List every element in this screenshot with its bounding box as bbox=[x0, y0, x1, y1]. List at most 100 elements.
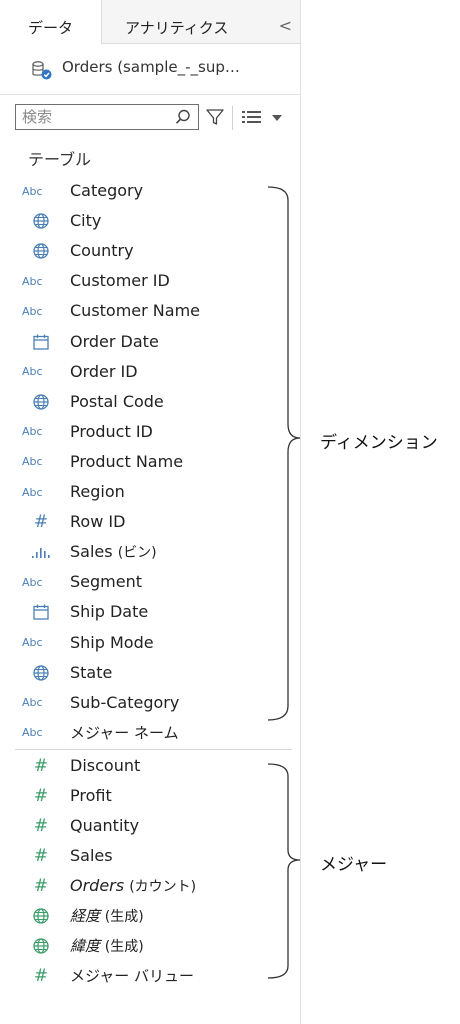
measure-field[interactable]: #Discount bbox=[0, 751, 300, 781]
field-name: Category bbox=[70, 180, 143, 202]
field-name-text: Sales bbox=[70, 542, 113, 562]
globe-icon bbox=[28, 240, 54, 262]
datasource-row[interactable]: Orders (sample_-_sup… bbox=[0, 44, 300, 95]
dimension-field[interactable]: Sales (ビン) bbox=[0, 537, 300, 567]
measure-annotation: メジャー bbox=[320, 855, 388, 875]
dimension-field[interactable]: #Row ID bbox=[0, 507, 300, 537]
dimension-field[interactable]: Order Date bbox=[0, 327, 300, 357]
field-name-text: メジャー バリュー bbox=[70, 967, 195, 985]
field-name-text: Country bbox=[70, 241, 134, 261]
bin-histogram-icon bbox=[28, 541, 54, 563]
data-pane: データ アナリティクス < Orders (sample_-_sup… bbox=[0, 0, 301, 1024]
field-name-text: Segment bbox=[70, 572, 142, 592]
dimension-field[interactable]: Abc Customer Name bbox=[0, 296, 300, 326]
tab-data-label: データ bbox=[28, 19, 74, 37]
abc-string-icon: Abc bbox=[22, 485, 43, 499]
collapse-pane-button[interactable]: < bbox=[278, 16, 292, 35]
field-name-text: Sub-Category bbox=[70, 692, 180, 712]
field-name-text: Customer Name bbox=[70, 301, 201, 321]
field-name-text: 緯度 bbox=[70, 937, 101, 955]
abc-string-icon: Abc bbox=[22, 365, 43, 379]
abc-string-icon: Abc bbox=[22, 726, 43, 740]
field-name-text: Category bbox=[70, 181, 144, 200]
measure-field[interactable]: #メジャー バリュー bbox=[0, 961, 300, 991]
field-name-text: Product Name bbox=[70, 451, 184, 471]
number-icon: # bbox=[33, 846, 49, 866]
field-name: 経度 (生成) bbox=[70, 905, 144, 928]
field-name-text: Discount bbox=[70, 756, 141, 775]
field-name: Discount bbox=[70, 755, 140, 777]
field-name-text: Ship Mode bbox=[70, 632, 154, 652]
abc-string-icon: Abc bbox=[22, 425, 43, 439]
tab-data[interactable]: データ bbox=[0, 0, 101, 44]
field-name: 緯度 (生成) bbox=[70, 935, 144, 958]
calendar-icon bbox=[28, 331, 54, 353]
measure-field[interactable]: 経度 (生成) bbox=[0, 901, 300, 931]
dimension-field[interactable]: Postal Code bbox=[0, 387, 300, 417]
field-name-suffix: (ビン) bbox=[117, 545, 157, 562]
abc-string-icon: Abc bbox=[22, 304, 43, 318]
field-name-text: State bbox=[70, 662, 113, 682]
datasource-icon bbox=[32, 61, 52, 80]
field-name-text: メジャー ネーム bbox=[70, 723, 179, 742]
list-view-icon[interactable] bbox=[241, 109, 263, 125]
field-name: Ship Date bbox=[70, 601, 148, 623]
dimension-field[interactable]: Abc Segment bbox=[0, 567, 300, 597]
tab-analytics-label: アナリティクス bbox=[125, 19, 229, 37]
dimension-field[interactable]: Ship Date bbox=[0, 597, 300, 627]
number-icon: # bbox=[33, 512, 49, 533]
globe-icon bbox=[28, 662, 54, 684]
field-name: Sales bbox=[70, 845, 113, 867]
field-name: Order Date bbox=[70, 331, 159, 353]
field-name-suffix: (生成) bbox=[104, 939, 144, 955]
field-name: Product Name bbox=[70, 451, 183, 473]
globe-icon bbox=[28, 210, 54, 232]
measure-field[interactable]: # Orders (カウント) bbox=[0, 871, 300, 901]
field-name: City bbox=[70, 210, 101, 232]
field-name: Sales (ビン) bbox=[70, 541, 157, 564]
field-name: Sub-Category bbox=[70, 692, 179, 714]
abc-string-icon: Abc bbox=[22, 575, 43, 589]
field-name-suffix: (生成) bbox=[104, 909, 144, 925]
filter-icon[interactable] bbox=[205, 107, 225, 127]
measure-field[interactable]: #Quantity bbox=[0, 811, 300, 841]
field-name: Ship Mode bbox=[70, 632, 154, 654]
field-name-text: Ship Date bbox=[70, 602, 149, 622]
tab-analytics[interactable]: アナリティクス < bbox=[101, 0, 300, 44]
search-icon[interactable] bbox=[174, 108, 192, 126]
measure-field[interactable]: 緯度 (生成) bbox=[0, 931, 300, 961]
dimension-measure-divider bbox=[15, 749, 292, 750]
field-name-text: Customer ID bbox=[70, 271, 170, 291]
dimension-brace bbox=[267, 186, 301, 721]
field-name: State bbox=[70, 662, 112, 684]
field-name-text: Quantity bbox=[70, 816, 140, 835]
measure-field[interactable]: #Profit bbox=[0, 781, 300, 811]
globe-icon bbox=[28, 391, 54, 413]
field-name-text: Order Date bbox=[70, 331, 159, 351]
dimension-field[interactable]: Country bbox=[0, 236, 300, 266]
dimension-field[interactable]: City bbox=[0, 206, 300, 236]
number-icon: # bbox=[33, 876, 49, 896]
toolbar-separator bbox=[232, 106, 233, 130]
pane-tabs: データ アナリティクス < bbox=[0, 0, 300, 44]
dimension-field[interactable]: State bbox=[0, 658, 300, 688]
measure-field[interactable]: # Sales bbox=[0, 841, 300, 871]
field-name: Profit bbox=[70, 785, 112, 807]
field-name: Quantity bbox=[70, 815, 139, 837]
chevron-down-icon[interactable] bbox=[272, 114, 282, 122]
datasource-name: Orders (sample_-_sup… bbox=[62, 58, 240, 76]
field-name: Customer ID bbox=[70, 270, 170, 292]
search-input[interactable] bbox=[22, 106, 162, 128]
field-name-text: 経度 bbox=[70, 907, 101, 925]
field-name-text: Orders bbox=[70, 876, 125, 895]
field-name: Orders (カウント) bbox=[70, 875, 196, 898]
dimension-field[interactable]: Abc メジャー ネーム bbox=[0, 718, 300, 748]
